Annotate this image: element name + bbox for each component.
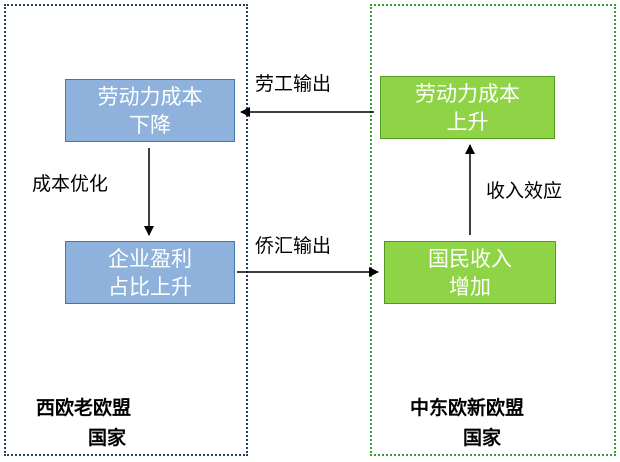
national-income-up-line2: 增加 <box>449 274 491 299</box>
profit-share-up-line2: 占比上升 <box>108 274 192 299</box>
west-eu-region <box>4 4 248 456</box>
labor-export-label: 劳工输出 <box>255 73 332 95</box>
labor-cost-down-line2: 下降 <box>129 112 171 137</box>
income-effect-label: 收入效应 <box>486 180 563 202</box>
labor-cost-down-line1: 劳动力成本 <box>97 84 203 109</box>
labor-cost-up-line1: 劳动力成本 <box>415 81 520 106</box>
west-region-label-line2: 国家 <box>88 427 127 449</box>
labor-cost-down-node: 劳动力成本 下降 <box>65 79 235 142</box>
cee-eu-region <box>370 4 616 456</box>
east-region-label-line1: 中东欧新欧盟 <box>410 397 525 419</box>
labor-cost-up-node: 劳动力成本 上升 <box>380 76 555 139</box>
profit-share-up-node: 企业盈利 占比上升 <box>65 241 235 304</box>
profit-share-up-line1: 企业盈利 <box>108 246 192 271</box>
national-income-up-line1: 国民收入 <box>428 246 512 271</box>
cost-optimization-label: 成本优化 <box>32 173 109 195</box>
national-income-up-node: 国民收入 增加 <box>384 241 556 304</box>
west-region-label-line1: 西欧老欧盟 <box>36 397 132 419</box>
remittance-export-label: 侨汇输出 <box>255 235 332 257</box>
labor-cost-up-line2: 上升 <box>446 109 489 134</box>
east-region-label-line2: 国家 <box>463 427 502 449</box>
